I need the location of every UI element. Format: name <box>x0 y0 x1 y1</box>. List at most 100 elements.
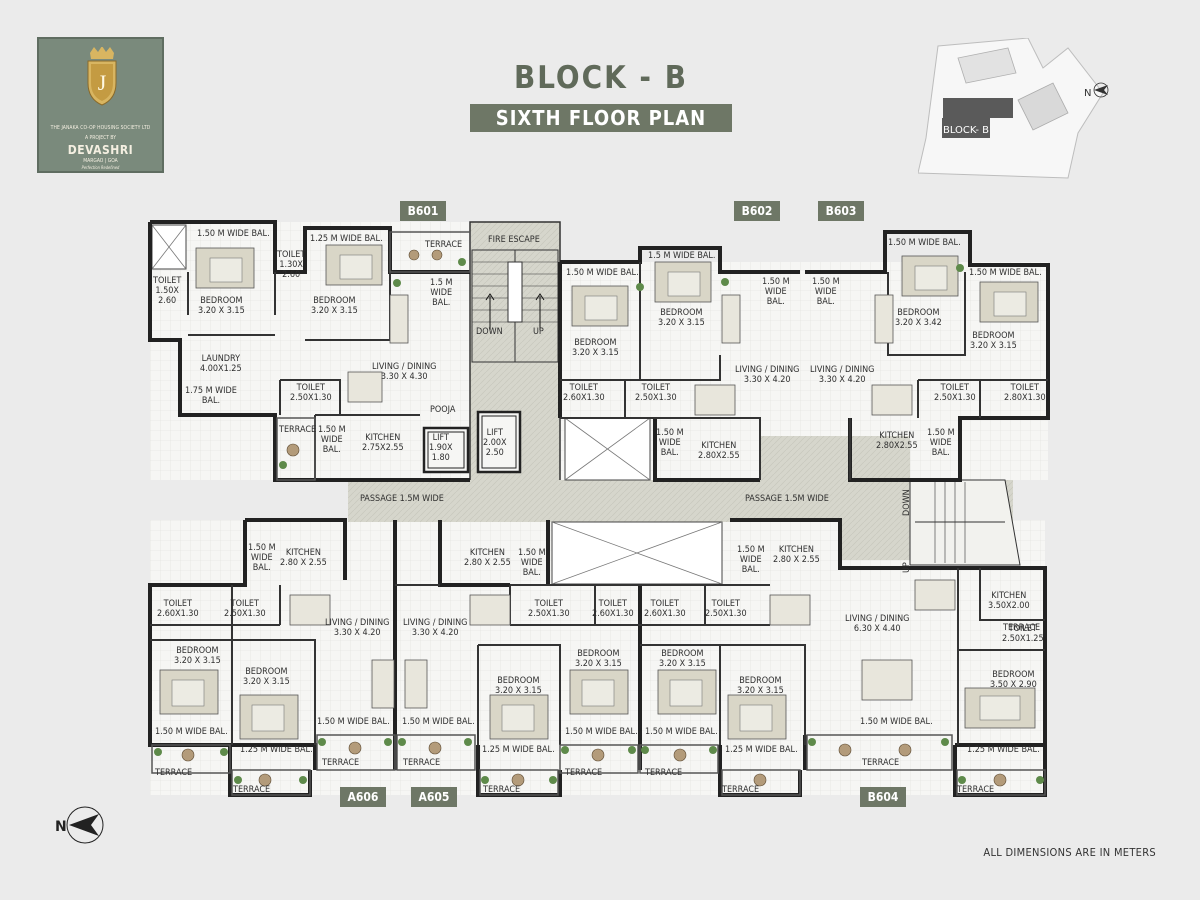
room-label: POOJA <box>430 405 456 415</box>
room-label: LIVING / DINING 3.30 X 4.20 <box>735 365 800 385</box>
room-label: 1.75 M WIDE BAL. <box>185 386 237 406</box>
room-label: BEDROOM 3.20 X 3.15 <box>495 676 542 696</box>
room-label: 1.25 M WIDE BAL. <box>240 745 313 755</box>
room-label: TERRACE <box>403 758 441 768</box>
room-label: 1.50 M WIDE BAL. <box>927 428 955 458</box>
room-label: TOILET 1.50X 2.60 <box>153 276 182 306</box>
room-label: TERRACE <box>862 758 900 768</box>
lift-shafts <box>422 410 522 474</box>
room-label: 1.50 M WIDE BAL. <box>737 545 765 575</box>
room-label: LIFT 2.00X 2.50 <box>483 428 507 458</box>
room-label: LIVING / DINING 3.30 X 4.20 <box>403 618 468 638</box>
room-label: 1.25 M WIDE BAL. <box>725 745 798 755</box>
room-label: TERRACE <box>1003 623 1041 633</box>
room-label: LIVING / DINING 3.30 X 4.20 <box>810 365 875 385</box>
room-label: KITCHEN 2.80X2.55 <box>876 431 918 451</box>
room-label: TOILET 2.50X1.25 <box>1002 624 1044 644</box>
room-label: 1.5 M WIDE BAL. <box>648 251 716 261</box>
room-label: 1.50 M WIDE BAL. <box>566 268 639 278</box>
room-label: UP <box>533 327 544 337</box>
flat-tag-b603: B603 <box>818 201 864 221</box>
room-label: BEDROOM 3.20 X 3.42 <box>895 308 942 328</box>
room-label: KITCHEN 3.50X2.00 <box>988 591 1030 611</box>
room-label: LIVING / DINING 3.30 X 4.20 <box>325 618 390 638</box>
room-label: BEDROOM 3.20 X 3.15 <box>198 296 245 316</box>
room-label: TOILET 2.60X1.30 <box>592 599 634 619</box>
room-label: 1.50 M WIDE BAL. <box>860 717 933 727</box>
flat-tag-a605: A605 <box>411 787 457 807</box>
room-label: PASSAGE 1.5M WIDE <box>745 494 829 504</box>
room-label: TOILET 1.30X 2.60 <box>277 250 306 280</box>
room-label: 1.50 M WIDE BAL. <box>888 238 961 248</box>
brand-location: MARGAO | GOA <box>83 158 118 164</box>
flat-tag-a606: A606 <box>340 787 386 807</box>
room-label: BEDROOM 3.50 X 2.90 <box>990 670 1037 690</box>
room-label: 1.50 M WIDE BAL. <box>197 229 270 239</box>
room-label: LAUNDRY 4.00X1.25 <box>200 354 242 374</box>
room-label: TERRACE <box>957 785 995 795</box>
room-label: BEDROOM 3.20 X 3.15 <box>575 649 622 669</box>
room-label: 1.25 M WIDE BAL. <box>482 745 555 755</box>
compass-north-label: N <box>55 819 67 835</box>
floor-plan-title: SIXTH FLOOR PLAN <box>470 104 732 132</box>
project-by: A PROJECT BY <box>85 135 116 141</box>
room-label: PASSAGE 1.5M WIDE <box>360 494 444 504</box>
room-label: DOWN <box>902 489 912 516</box>
room-label: BEDROOM 3.20 X 3.15 <box>174 646 221 666</box>
room-label: LIFT 1.90X 1.80 <box>429 433 453 463</box>
passage-area <box>348 480 1013 522</box>
room-label: TOILET 2.50X1.30 <box>290 383 332 403</box>
room-label: TERRACE <box>645 768 683 778</box>
room-label: 1.50 M WIDE BAL. <box>762 277 790 307</box>
room-label: TOILET 2.80X1.30 <box>1004 383 1046 403</box>
room-label: KITCHEN 2.75X2.55 <box>362 433 404 453</box>
society-name: THE JANAKA CO-OP HOUSING SOCIETY LTD <box>50 125 151 131</box>
room-label: TERRACE <box>722 785 760 795</box>
room-label: TOILET 2.50X1.30 <box>934 383 976 403</box>
room-label: TERRACE <box>322 758 360 768</box>
room-label: 1.25 M WIDE BAL. <box>967 745 1040 755</box>
room-label: BEDROOM 3.20 X 3.15 <box>658 308 705 328</box>
room-label: TERRACE <box>233 785 271 795</box>
flat-tag-b602: B602 <box>734 201 780 221</box>
room-label: BEDROOM 3.20 X 3.15 <box>311 296 358 316</box>
brand-name: DEVASHRI <box>67 143 134 157</box>
room-label: BEDROOM 3.20 X 3.15 <box>737 676 784 696</box>
room-label: TERRACE <box>483 785 521 795</box>
key-plan: BLOCK- B N <box>918 38 1109 179</box>
room-label: TOILET 2.50X1.30 <box>528 599 570 619</box>
room-label: TOILET 2.60X1.30 <box>563 383 605 403</box>
room-label: KITCHEN 2.80 X 2.55 <box>773 545 820 565</box>
room-label: LIVING / DINING 3.30 X 4.30 <box>372 362 437 382</box>
north-compass-icon: N <box>55 806 104 844</box>
room-label: KITCHEN 2.80 X 2.55 <box>280 548 327 568</box>
room-label: 1.50 M WIDE BAL. <box>318 425 346 455</box>
key-plan-north: N <box>1084 88 1091 99</box>
key-plan-label: BLOCK- B <box>943 125 989 136</box>
crown-shield-icon: J <box>87 47 117 106</box>
room-label: 1.50 M WIDE BAL. <box>248 543 276 573</box>
block-title: BLOCK - B <box>514 60 688 96</box>
room-label: 1.50 M WIDE BAL. <box>656 428 684 458</box>
room-label: 1.50 M WIDE BAL. <box>155 727 228 737</box>
room-label: TERRACE <box>425 240 463 250</box>
room-label: 1.50 M WIDE BAL. <box>402 717 475 727</box>
room-label: TERRACE <box>155 768 193 778</box>
right-stairs <box>909 479 1021 566</box>
room-label: 1.25 M WIDE BAL. <box>310 234 383 244</box>
room-label: FIRE ESCAPE <box>488 235 540 245</box>
room-label: TOILET 2.60X1.30 <box>644 599 686 619</box>
room-label: KITCHEN 2.80X2.55 <box>698 441 740 461</box>
developer-logo: J THE JANAKA CO-OP HOUSING SOCIETY LTD A… <box>37 37 164 173</box>
room-label: UP <box>902 562 912 573</box>
room-label: DOWN <box>476 327 503 337</box>
room-label: 1.50 M WIDE BAL. <box>518 548 546 578</box>
dimensions-footnote: ALL DIMENSIONS ARE IN METERS <box>983 846 1156 859</box>
room-label: BEDROOM 3.20 X 3.15 <box>243 667 290 687</box>
flat-tag-b601: B601 <box>400 201 446 221</box>
room-label: 1.50 M WIDE BAL. <box>565 727 638 737</box>
room-label: BEDROOM 3.20 X 3.15 <box>970 331 1017 351</box>
room-label: 1.50 M WIDE BAL. <box>812 277 840 307</box>
room-label: BEDROOM 3.20 X 3.15 <box>659 649 706 669</box>
